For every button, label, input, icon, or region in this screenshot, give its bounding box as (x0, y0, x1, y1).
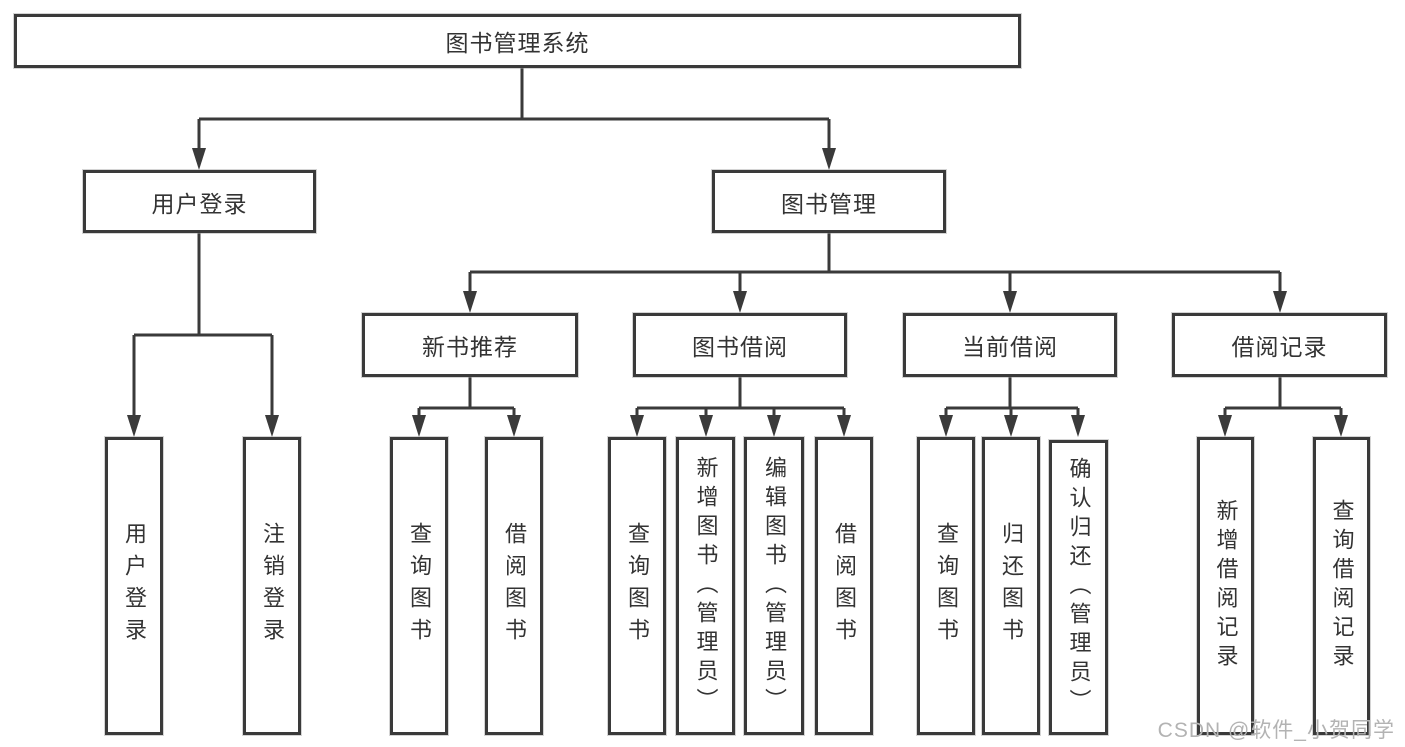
node-user-login: 用户登录 (83, 170, 316, 233)
leaf-borrow-query: 查询图书 (608, 437, 666, 735)
leaf-current-return-label: 归还图书 (999, 522, 1024, 650)
leaf-user-login: 用户登录 (105, 437, 163, 735)
leaf-current-query-label: 查询图书 (934, 522, 959, 650)
node-current-borrow-label: 当前借阅 (962, 334, 1058, 360)
node-root-label: 图书管理系统 (445, 30, 590, 56)
leaf-borrow-add-admin: 新增图书（管理员） (676, 437, 735, 735)
csdn-watermark: CSDN @软件_小贺同学 (1157, 719, 1395, 742)
leaf-logout-label: 注销登录 (260, 522, 285, 650)
node-user-login-label: 用户登录 (151, 190, 248, 217)
leaf-borrow-add-admin-label: 新增图书（管理员） (693, 455, 719, 717)
leaf-newbook-query: 查询图书 (390, 437, 448, 735)
leaf-borrow-borrow-label: 借阅图书 (832, 522, 857, 650)
leaf-borrow-edit-admin-label: 编辑图书（管理员） (762, 455, 787, 717)
node-book-borrow-label: 图书借阅 (692, 334, 788, 360)
node-book-management: 图书管理 (712, 170, 946, 233)
leaf-current-confirm-admin-label: 确认归还（管理员） (1066, 457, 1092, 718)
leaf-current-confirm-admin: 确认归还（管理员） (1049, 440, 1108, 735)
leaf-records-query: 查询借阅记录 (1313, 437, 1370, 735)
node-borrow-records: 借阅记录 (1172, 313, 1387, 377)
leaf-borrow-borrow: 借阅图书 (815, 437, 873, 735)
leaf-records-add-label: 新增借阅记录 (1213, 499, 1239, 673)
leaf-borrow-edit-admin: 编辑图书（管理员） (744, 437, 804, 735)
node-new-book-recommend-label: 新书推荐 (422, 334, 518, 360)
leaf-newbook-query-label: 查询图书 (407, 522, 432, 650)
leaf-records-query-label: 查询借阅记录 (1329, 499, 1355, 673)
node-new-book-recommend: 新书推荐 (362, 313, 578, 377)
node-current-borrow: 当前借阅 (903, 313, 1117, 377)
leaf-newbook-borrow: 借阅图书 (485, 437, 543, 735)
leaf-current-return: 归还图书 (982, 437, 1040, 735)
leaf-records-add: 新增借阅记录 (1197, 437, 1254, 735)
leaf-borrow-query-label: 查询图书 (625, 522, 650, 650)
node-root: 图书管理系统 (14, 14, 1021, 68)
leaf-newbook-borrow-label: 借阅图书 (502, 522, 527, 650)
leaf-user-login-label: 用户登录 (122, 522, 147, 650)
node-book-management-label: 图书管理 (781, 190, 877, 217)
node-borrow-records-label: 借阅记录 (1231, 334, 1328, 360)
node-book-borrow: 图书借阅 (633, 313, 847, 377)
leaf-logout: 注销登录 (243, 437, 301, 735)
leaf-current-query: 查询图书 (917, 437, 975, 735)
